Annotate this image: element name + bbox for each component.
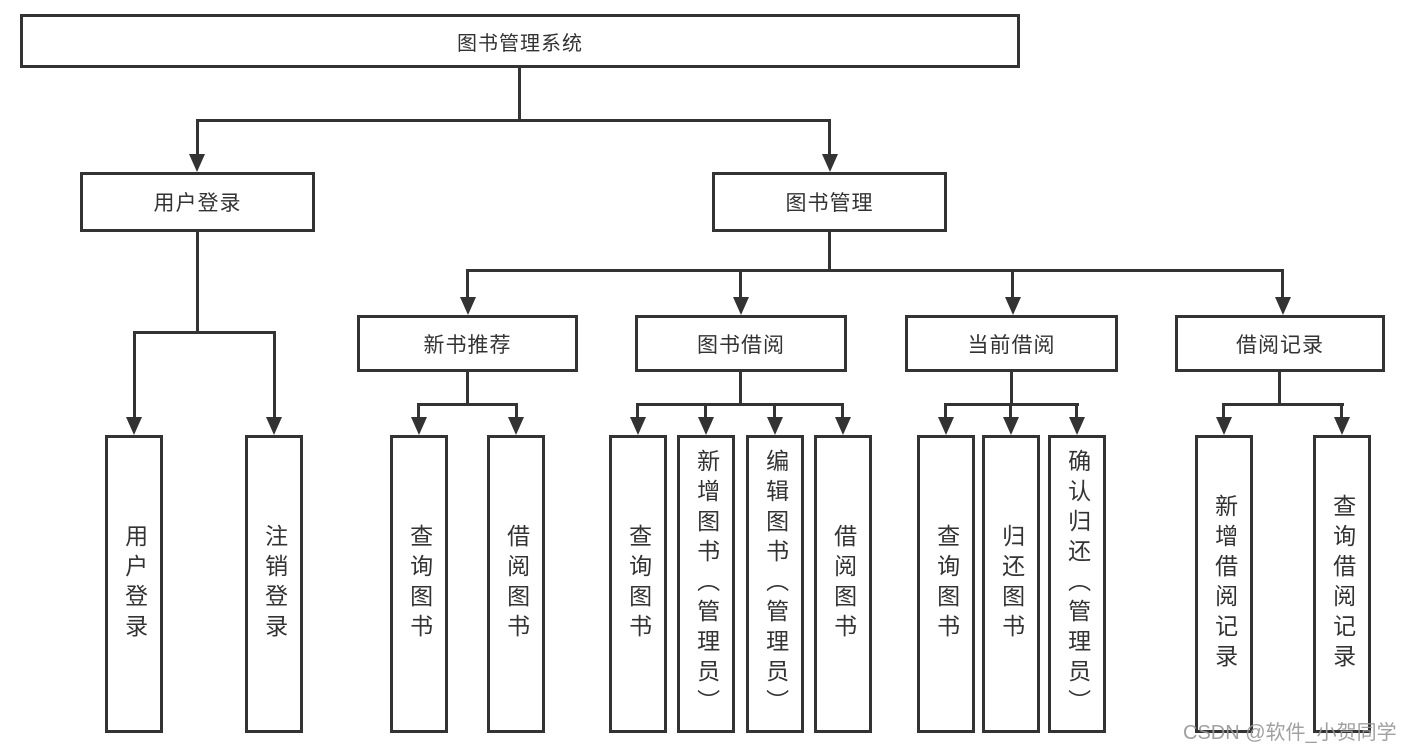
edge-book-management-stem	[828, 232, 831, 272]
edge-drop-user-login	[196, 119, 199, 155]
node-book-borrowing: 图书借阅	[635, 315, 847, 372]
edge-new-book-branch	[417, 403, 518, 406]
leaf-confirm-return-admin: 确认归还（管理员）	[1048, 435, 1106, 733]
node-label: 图书借阅	[697, 333, 785, 357]
arrow-down-icon	[189, 154, 205, 172]
arrow-down-icon	[822, 154, 838, 172]
arrow-down-icon	[266, 417, 282, 435]
edge-drop	[704, 403, 707, 419]
leaf-label: 新增借阅记录	[1211, 494, 1238, 674]
leaf-label: 查询借阅记录	[1329, 494, 1356, 674]
edge-drop	[841, 403, 844, 419]
arrow-down-icon	[508, 417, 524, 435]
edge-current-borrowing-stem	[1010, 372, 1013, 406]
edge-drop-borrowing-records	[1281, 269, 1284, 299]
arrow-down-icon	[733, 297, 749, 315]
node-label: 新书推荐	[423, 333, 512, 357]
arrow-down-icon	[1334, 417, 1350, 435]
leaf-label: 借阅图书	[503, 524, 530, 644]
leaf-label: 查询图书	[933, 524, 960, 644]
node-label: 图书管理	[785, 192, 874, 215]
arrow-down-icon	[1069, 417, 1085, 435]
leaf-label: 借阅图书	[830, 524, 857, 644]
arrow-down-icon	[698, 417, 714, 435]
edge-user-login-branch	[133, 331, 276, 334]
edge-drop-leaf-logout	[273, 331, 276, 418]
edge-borrowing-records-branch	[1222, 403, 1344, 406]
edge-drop	[1009, 403, 1012, 419]
edge-drop	[1075, 403, 1078, 419]
watermark: CSDN @软件_小贺同学	[1183, 722, 1397, 744]
leaf-add-books-admin: 新增图书（管理员）	[677, 435, 735, 733]
leaf-return-books: 归还图书	[982, 435, 1040, 733]
leaf-label: 用户登录	[121, 524, 148, 644]
node-user-login: 用户登录	[80, 172, 315, 232]
edge-book-borrowing-stem	[739, 372, 742, 406]
edge-drop	[636, 403, 639, 419]
arrow-down-icon	[126, 417, 142, 435]
arrow-down-icon	[1003, 417, 1019, 435]
arrow-down-icon	[460, 297, 476, 315]
leaf-label: 编辑图书（管理员）	[762, 449, 789, 719]
leaf-edit-books-admin: 编辑图书（管理员）	[746, 435, 804, 733]
leaf-label: 注销登录	[261, 524, 288, 644]
node-book-management: 图书管理	[712, 172, 947, 232]
node-book-management-system: 图书管理系统	[20, 14, 1020, 68]
edge-drop	[1222, 403, 1225, 419]
edge-book-management-branch	[466, 269, 1284, 272]
edge-new-book-stem	[466, 372, 469, 406]
edge-borrowing-records-stem	[1278, 372, 1281, 406]
node-new-book-recommendation: 新书推荐	[357, 315, 578, 372]
leaf-add-borrow-record: 新增借阅记录	[1195, 435, 1253, 733]
leaf-user-login: 用户登录	[105, 435, 163, 733]
leaf-label: 查询图书	[406, 524, 433, 644]
node-label: 当前借阅	[967, 333, 1056, 357]
arrow-down-icon	[1216, 417, 1232, 435]
edge-drop-leaf-user-login	[133, 331, 136, 418]
edge-drop	[773, 403, 776, 419]
leaf-query-books-recommend: 查询图书	[390, 435, 448, 733]
leaf-label: 归还图书	[998, 524, 1025, 644]
leaf-query-borrow-record: 查询借阅记录	[1313, 435, 1371, 733]
node-current-borrowing: 当前借阅	[905, 315, 1118, 372]
arrow-down-icon	[411, 417, 427, 435]
arrow-down-icon	[1005, 297, 1021, 315]
edge-book-borrowing-branch	[636, 403, 844, 406]
leaf-logout: 注销登录	[245, 435, 303, 733]
leaf-label: 新增图书（管理员）	[693, 449, 720, 719]
arrow-down-icon	[938, 417, 954, 435]
node-label: 借阅记录	[1236, 333, 1324, 357]
leaf-query-books-current: 查询图书	[917, 435, 975, 733]
leaf-borrow-books-borrowing: 借阅图书	[814, 435, 872, 733]
edge-drop-new-book	[466, 269, 469, 299]
node-label: 图书管理系统	[457, 32, 583, 55]
arrow-down-icon	[835, 417, 851, 435]
edge-drop-current-borrowing	[1011, 269, 1014, 299]
leaf-label: 确认归还（管理员）	[1064, 449, 1091, 719]
edge-drop-book-borrowing	[739, 269, 742, 299]
edge-user-login-stem	[196, 232, 199, 334]
node-borrowing-records: 借阅记录	[1175, 315, 1385, 372]
leaf-label: 查询图书	[625, 524, 652, 644]
leaf-borrow-books-recommend: 借阅图书	[487, 435, 545, 733]
edge-drop	[417, 403, 420, 419]
edge-drop	[515, 403, 518, 419]
node-label: 用户登录	[153, 192, 242, 215]
arrow-down-icon	[767, 417, 783, 435]
leaf-query-books-borrowing: 查询图书	[609, 435, 667, 733]
arrow-down-icon	[1275, 297, 1291, 315]
edge-root-stem	[518, 68, 521, 120]
edge-drop-book-management	[828, 119, 831, 155]
edge-drop	[1340, 403, 1343, 419]
edge-drop	[944, 403, 947, 419]
edge-root-branch	[196, 119, 831, 122]
arrow-down-icon	[630, 417, 646, 435]
